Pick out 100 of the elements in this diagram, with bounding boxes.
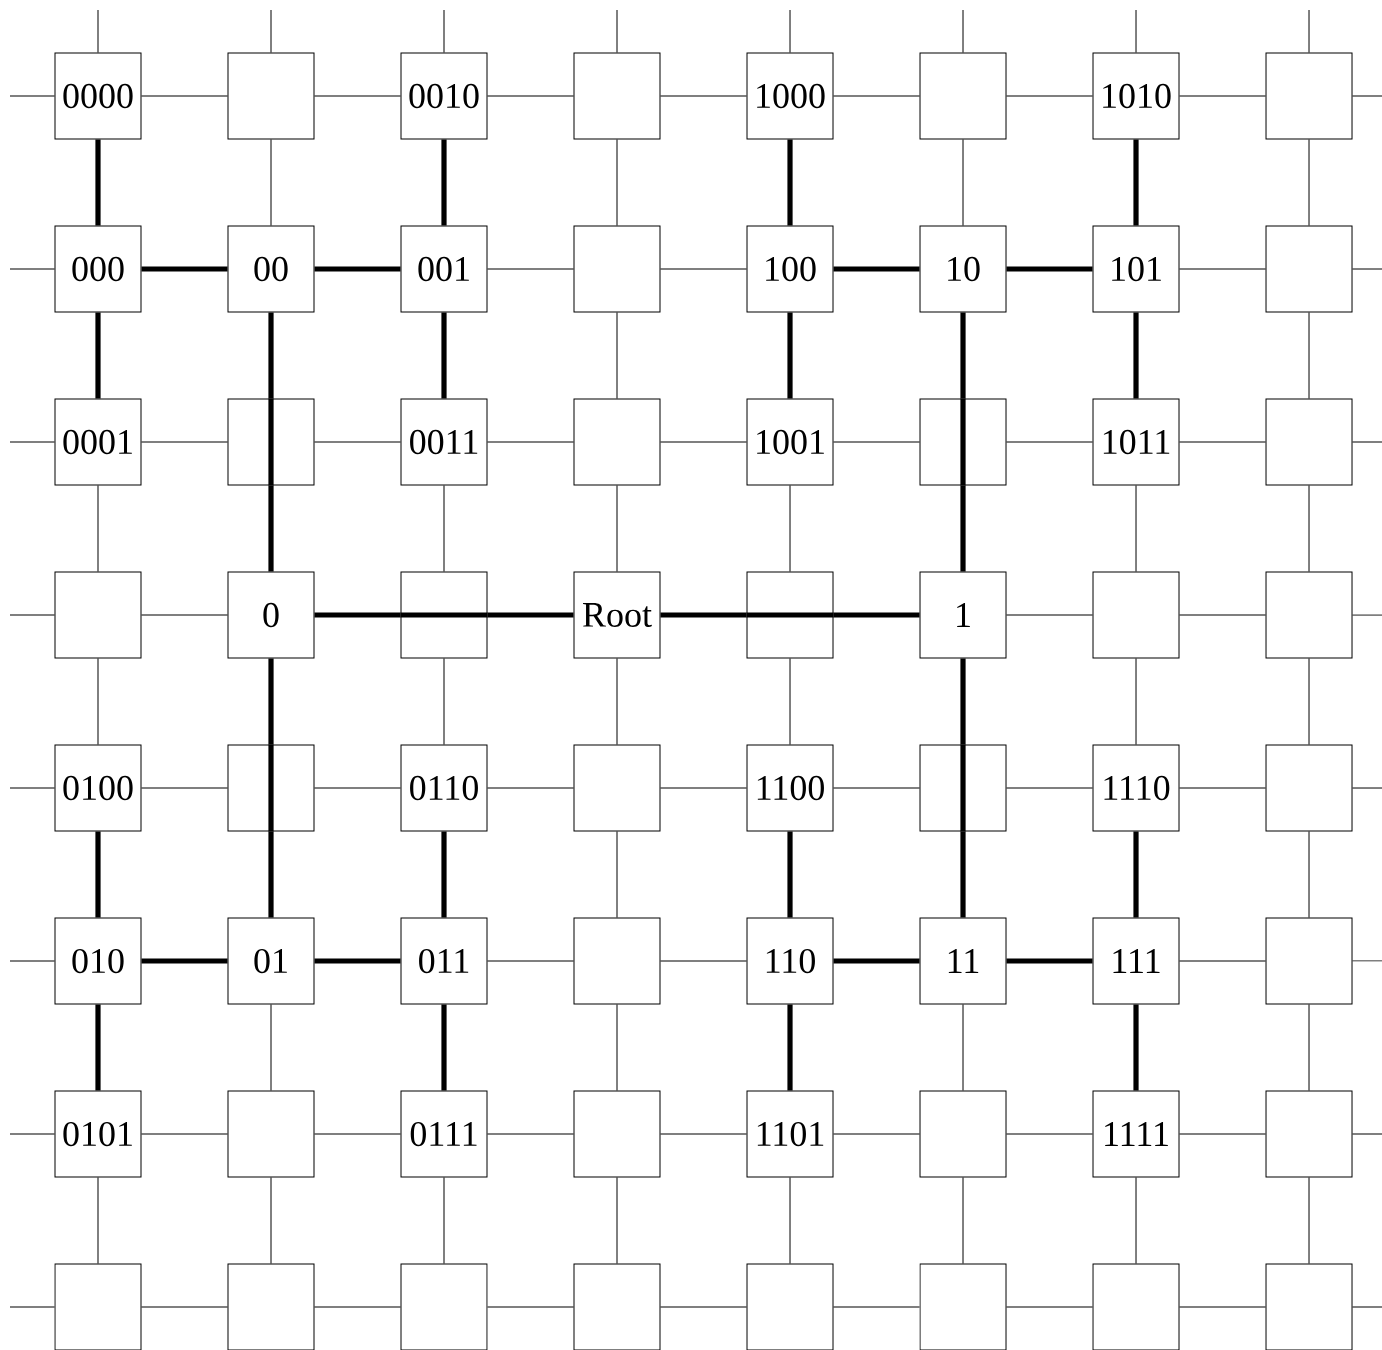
mesh-link	[616, 485, 618, 572]
mesh-link	[1179, 1133, 1266, 1135]
wraparound-link	[1352, 268, 1382, 270]
grid-box: 000	[54, 225, 142, 313]
wraparound-link	[9, 1133, 55, 1135]
crossed-box	[227, 744, 315, 832]
empty-box	[1265, 398, 1353, 486]
grid-box: 1111	[1092, 1090, 1180, 1178]
mesh-link	[833, 95, 920, 97]
mesh-link	[443, 485, 445, 572]
grid-box: 0011	[400, 398, 488, 486]
grid-box: 1101	[746, 1090, 834, 1178]
tree-link	[660, 612, 747, 618]
mesh-link	[1308, 1004, 1310, 1091]
tree-link	[314, 958, 401, 964]
grid-box: 0000	[54, 52, 142, 140]
mesh-link	[443, 658, 445, 745]
mesh-link	[1179, 960, 1266, 962]
tree-link	[787, 831, 793, 918]
wraparound-link	[1352, 441, 1382, 443]
tree-link	[441, 1004, 447, 1091]
grid-box: 100	[746, 225, 834, 313]
grid-box: 0001	[54, 398, 142, 486]
mesh-link	[1179, 95, 1266, 97]
empty-box	[227, 52, 315, 140]
mesh-link	[270, 1177, 272, 1264]
tree-link	[1133, 312, 1139, 399]
tree-link	[95, 312, 101, 399]
tree-link	[268, 312, 274, 399]
empty-box	[1265, 744, 1353, 832]
tree-link	[960, 312, 966, 399]
grid-box: 0110	[400, 744, 488, 832]
mesh-link	[1308, 139, 1310, 226]
mesh-link	[141, 1133, 228, 1135]
mesh-link	[660, 960, 747, 962]
mesh-link	[487, 441, 574, 443]
mesh-link	[97, 658, 99, 745]
mesh-link	[487, 268, 574, 270]
grid-box: Root	[573, 571, 661, 659]
tree-link	[1006, 958, 1093, 964]
wraparound-link	[270, 9, 272, 53]
mesh-link	[141, 95, 228, 97]
mesh-link	[1308, 1177, 1310, 1264]
mesh-link	[487, 960, 574, 962]
empty-box	[573, 52, 661, 140]
grid-box: 1001	[746, 398, 834, 486]
mesh-link	[487, 787, 574, 789]
empty-box	[1265, 917, 1353, 1005]
mesh-link	[660, 95, 747, 97]
empty-box	[1265, 571, 1353, 659]
mesh-link	[314, 1306, 401, 1308]
empty-box	[1265, 225, 1353, 313]
tree-link	[487, 612, 574, 618]
empty-box	[1092, 571, 1180, 659]
mesh-link	[833, 787, 920, 789]
wraparound-link	[1308, 9, 1310, 53]
empty-box	[400, 1263, 488, 1350]
grid-box: 1110	[1092, 744, 1180, 832]
mesh-link	[660, 787, 747, 789]
mesh-link	[616, 312, 618, 399]
mesh-link	[270, 1004, 272, 1091]
wraparound-link	[1352, 1133, 1382, 1135]
wraparound-link	[789, 9, 791, 53]
empty-box	[919, 52, 1007, 140]
mesh-link	[97, 485, 99, 572]
empty-box	[919, 1090, 1007, 1178]
mesh-link	[314, 95, 401, 97]
mesh-link	[270, 139, 272, 226]
grid-box: 00	[227, 225, 315, 313]
empty-box	[573, 1090, 661, 1178]
mesh-link	[616, 658, 618, 745]
grid-box: 011	[400, 917, 488, 1005]
tree-link	[960, 831, 966, 918]
wraparound-link	[1352, 960, 1382, 962]
grid-box: 0101	[54, 1090, 142, 1178]
mesh-link	[1308, 485, 1310, 572]
empty-box	[573, 1263, 661, 1350]
tree-link	[95, 139, 101, 226]
tree-link	[268, 485, 274, 572]
wraparound-link	[1352, 614, 1382, 616]
wraparound-link	[1135, 9, 1137, 53]
wraparound-link	[1352, 787, 1382, 789]
mesh-link	[616, 831, 618, 918]
wraparound-link	[9, 614, 55, 616]
mesh-link	[1179, 787, 1266, 789]
tree-link	[141, 958, 228, 964]
mesh-link	[1135, 485, 1137, 572]
tree-link	[960, 658, 966, 745]
crossed-box	[919, 398, 1007, 486]
mesh-link	[1006, 787, 1093, 789]
empty-box	[1265, 1090, 1353, 1178]
wraparound-link	[9, 268, 55, 270]
grid-box: 1	[919, 571, 1007, 659]
mesh-link	[141, 441, 228, 443]
grid-box: 11	[919, 917, 1007, 1005]
mesh-link	[1006, 441, 1093, 443]
mesh-link	[1135, 1177, 1137, 1264]
mesh-link	[141, 1306, 228, 1308]
tree-link	[960, 485, 966, 572]
tree-link	[441, 831, 447, 918]
